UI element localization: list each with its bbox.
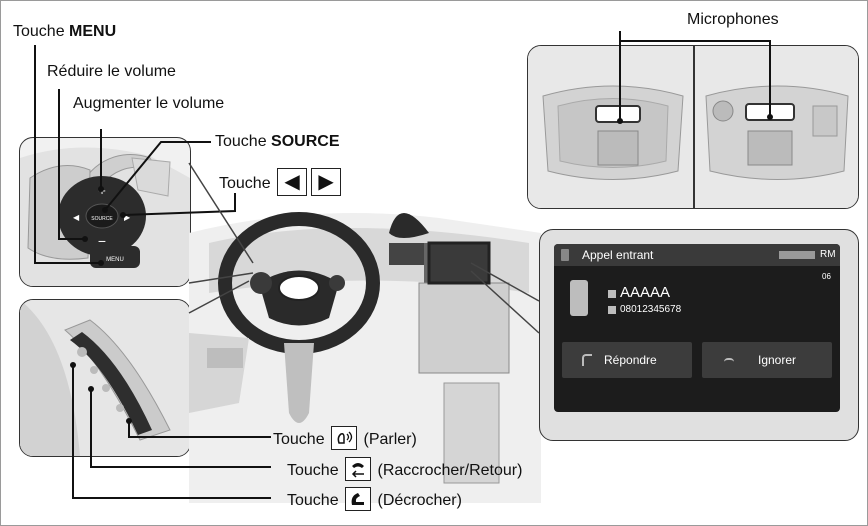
talk-icon: [331, 426, 358, 450]
microphones-drawing: [528, 46, 858, 208]
ignore-phone-icon: [724, 358, 734, 364]
bluetooth-battery-signal-icons: [779, 251, 815, 259]
label-hang-up-text: (Raccrocher/Retour): [377, 462, 523, 480]
wheel-source-label: SOURCE: [91, 216, 113, 222]
microphones-panel: [527, 45, 859, 209]
steering-controls-drawing: + − ◀ ▶ SOURCE MENU: [20, 147, 190, 286]
handset-icon: [570, 280, 588, 316]
answer-button-label: Répondre: [604, 353, 657, 367]
left-arrow-icon: ◀: [277, 168, 308, 196]
dashboard-illustration: [189, 173, 541, 503]
answer-button[interactable]: Répondre: [562, 342, 692, 378]
label-talk-prefix: Touche: [273, 431, 325, 449]
screen-title: Appel entrant: [582, 248, 654, 262]
steering-controls-panel: + − ◀ ▶ SOURCE MENU: [19, 137, 191, 287]
ignore-button[interactable]: Ignorer: [702, 342, 832, 378]
call-screen: Appel entrant RM 06 AAAAA 08012345678 Ré…: [554, 244, 840, 412]
phone-buttons-panel: [19, 299, 191, 457]
label-volume-up: Augmenter le volume: [73, 95, 225, 112]
screen-count: 06: [822, 272, 831, 281]
label-seek-buttons: Touche ◀▶: [219, 168, 343, 198]
contact-name-icon: [608, 290, 616, 298]
answer-phone-icon: [582, 354, 592, 366]
label-volume-down: Réduire le volume: [47, 63, 176, 80]
label-talk-text: (Parler): [363, 431, 417, 449]
screen-status: RM: [820, 249, 836, 260]
contact-number-icon: [608, 306, 616, 314]
wheel-right-arrow: ▶: [124, 213, 131, 222]
phone-status-icon: [561, 249, 569, 261]
wheel-minus-label: −: [98, 233, 106, 249]
label-talk-button: Touche (Parler): [273, 426, 417, 452]
label-source-key: SOURCE: [271, 133, 340, 150]
label-pick-up-button: Touche (Décrocher): [287, 487, 462, 513]
label-hang-up-prefix: Touche: [287, 462, 339, 480]
label-hang-up-button: Touche (Raccrocher/Retour): [287, 457, 523, 483]
label-menu-button: Touche MENU: [13, 23, 116, 41]
label-menu-prefix: Touche: [13, 23, 70, 40]
ignore-button-label: Ignorer: [758, 353, 797, 367]
label-seek-prefix: Touche: [219, 175, 271, 193]
label-pick-up-prefix: Touche: [287, 492, 339, 510]
dashboard-drawing: [189, 212, 541, 503]
incoming-call-panel: Appel entrant RM 06 AAAAA 08012345678 Ré…: [539, 229, 859, 441]
hang-up-back-icon: [345, 457, 372, 481]
caller-name: AAAAA: [620, 284, 671, 301]
phone-buttons-drawing: [20, 300, 190, 456]
pick-up-icon: [345, 487, 372, 511]
wheel-menu-label: MENU: [106, 257, 124, 263]
screen-header: [554, 244, 840, 266]
right-arrow-icon: ▶: [311, 168, 342, 196]
label-source-button: Touche SOURCE: [215, 133, 340, 151]
label-pick-up-text: (Décrocher): [377, 492, 462, 510]
label-source-prefix: Touche: [215, 133, 272, 150]
caller-number: 08012345678: [620, 304, 682, 315]
label-menu-key: MENU: [69, 23, 117, 40]
wheel-left-arrow: ◀: [73, 213, 80, 222]
label-microphones: Microphones: [687, 11, 779, 28]
